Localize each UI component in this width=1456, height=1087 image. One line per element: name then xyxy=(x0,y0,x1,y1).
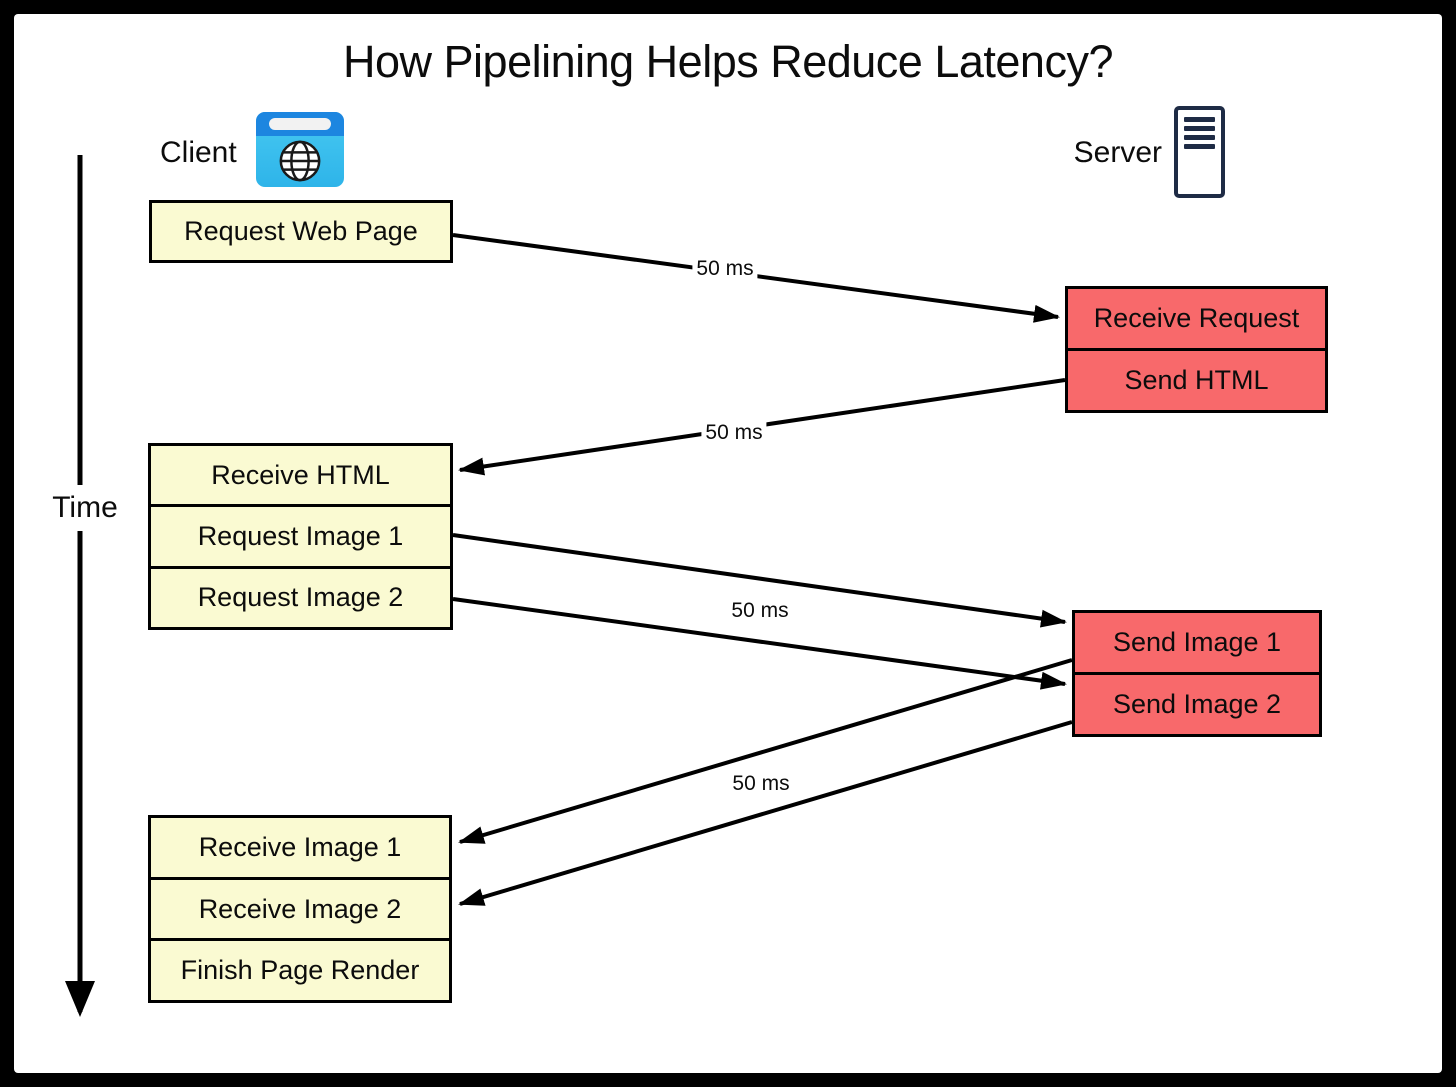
message-arrows-layer xyxy=(65,155,1073,1017)
server-bar xyxy=(1184,144,1215,149)
latency-label-1: 50 ms xyxy=(692,256,758,282)
step-request-image-1: Request Image 1 xyxy=(151,504,450,566)
server-label: Server xyxy=(1073,136,1162,169)
step-receive-request: Receive Request xyxy=(1068,289,1325,348)
step-receive-image-1: Receive Image 1 xyxy=(151,818,449,877)
client-step-group-3: Receive Image 1 Receive Image 2 Finish P… xyxy=(148,815,452,1003)
latency-label-4: 50 ms xyxy=(728,771,794,797)
step-receive-html: Receive HTML xyxy=(151,446,450,505)
server-step-group-2: Send Image 1 Send Image 2 xyxy=(1072,610,1322,737)
server-step-group-1: Receive Request Send HTML xyxy=(1065,286,1328,413)
browser-address-bar xyxy=(269,118,331,130)
latency-label-2: 50 ms xyxy=(701,420,767,446)
step-receive-image-2: Receive Image 2 xyxy=(151,876,449,939)
step-send-html: Send HTML xyxy=(1068,348,1325,410)
arrow-request-image-2 xyxy=(452,597,1067,690)
globe-icon xyxy=(279,140,321,182)
server-bar xyxy=(1184,117,1215,122)
step-send-image-2: Send Image 2 xyxy=(1075,672,1319,734)
arrow-request-image-1 xyxy=(452,533,1067,628)
arrow-send-image-1 xyxy=(458,658,1073,844)
step-send-image-1: Send Image 1 xyxy=(1075,613,1319,672)
page-title: How Pipelining Helps Reduce Latency? xyxy=(343,36,1113,87)
diagram-canvas: How Pipelining Helps Reduce Latency? Cli… xyxy=(14,14,1442,1073)
server-bar xyxy=(1184,126,1215,131)
latency-label-3: 50 ms xyxy=(727,598,793,624)
client-label: Client xyxy=(160,136,237,169)
step-request-web-page: Request Web Page xyxy=(152,203,450,260)
arrow-send-image-2 xyxy=(458,720,1073,906)
browser-icon xyxy=(256,112,344,187)
server-bar xyxy=(1184,135,1215,140)
time-axis-label: Time xyxy=(49,485,121,531)
server-icon xyxy=(1174,106,1225,198)
step-request-image-2: Request Image 2 xyxy=(151,565,450,627)
client-step-group-2: Receive HTML Request Image 1 Request Ima… xyxy=(148,443,453,630)
client-step-group-1: Request Web Page xyxy=(149,200,453,263)
step-finish-page-render: Finish Page Render xyxy=(151,938,449,1001)
